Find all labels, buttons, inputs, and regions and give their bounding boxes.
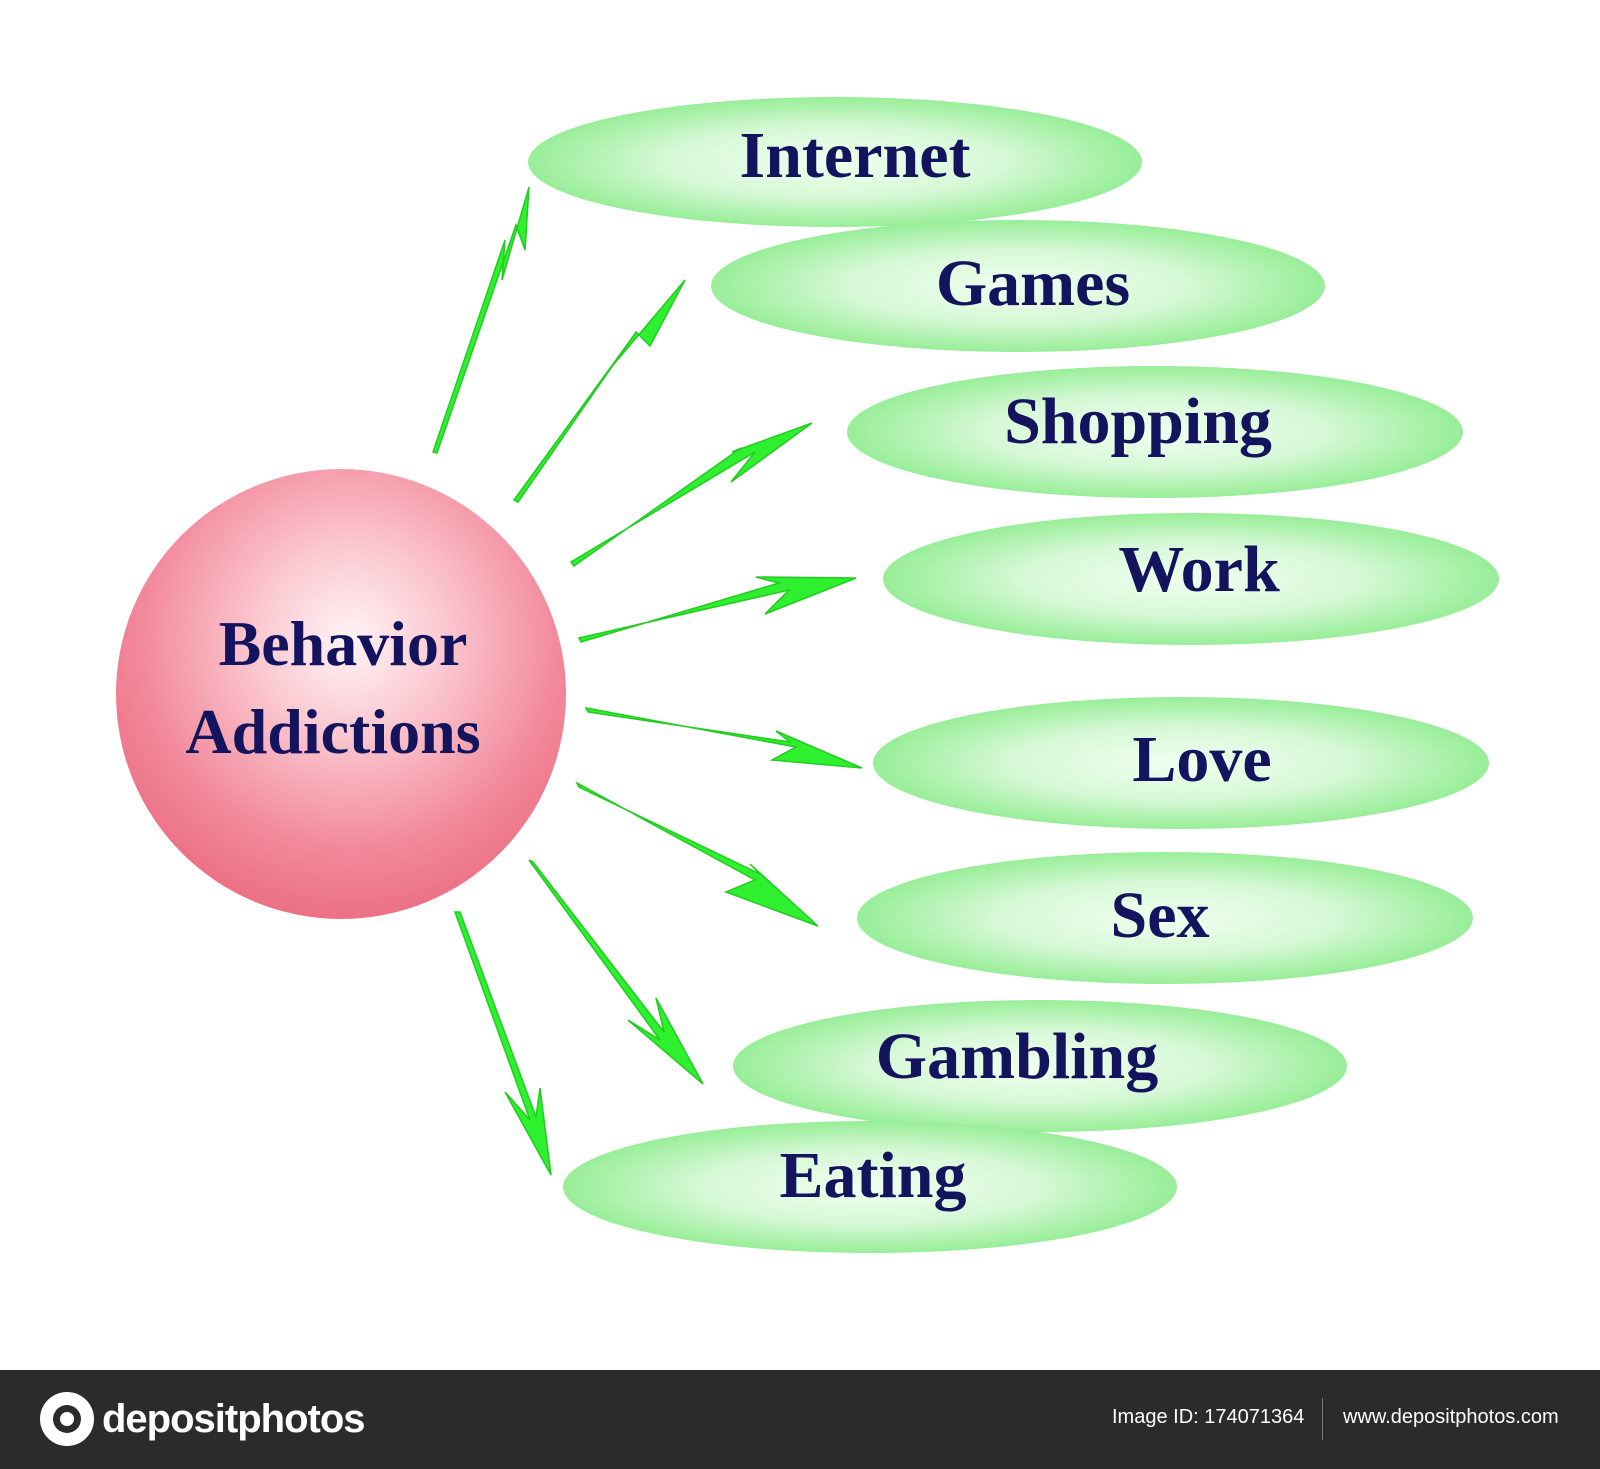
center-label-line1: Behavior — [219, 608, 468, 679]
arrow-to-shopping — [569, 422, 813, 568]
image-id-text: Image ID: 174071364 — [1112, 1406, 1305, 1428]
label-sex: Sex — [1111, 879, 1210, 952]
label-games: Games — [936, 247, 1130, 320]
site-url-text: www.depositphotos.com — [1343, 1406, 1559, 1428]
label-love: Love — [1132, 723, 1271, 796]
arrow-to-internet — [432, 186, 530, 454]
footer-divider — [1322, 1398, 1323, 1440]
label-work: Work — [1118, 533, 1280, 606]
label-gambling: Gambling — [876, 1020, 1158, 1093]
brand-logo: depositphotos — [40, 1391, 366, 1447]
center-label-line2: Addictions — [185, 696, 480, 767]
watermark-footer: depositphotos Image ID: 174071364 www.de… — [0, 1370, 1600, 1469]
oval-love: Love — [873, 697, 1489, 829]
ovals-group: Internet Games Shopping Work Love Sex Ga… — [528, 97, 1499, 1253]
label-internet: Internet — [740, 119, 971, 192]
behavior-addictions-diagram: Internet Games Shopping Work Love Sex Ga… — [116, 97, 1499, 1253]
oval-shopping: Shopping — [847, 366, 1463, 498]
oval-eating: Eating — [563, 1121, 1177, 1253]
arrow-to-sex — [575, 781, 819, 927]
center-node: Behavior Addictions — [116, 469, 566, 919]
arrow-to-games — [512, 279, 686, 503]
label-shopping: Shopping — [1004, 385, 1272, 458]
arrow-to-work — [577, 576, 857, 643]
arrow-to-love — [584, 706, 863, 769]
oval-work: Work — [883, 513, 1499, 645]
arrow-to-gambling — [528, 859, 704, 1085]
arrows-group — [432, 186, 863, 1176]
oval-gambling: Gambling — [733, 1000, 1347, 1132]
oval-sex: Sex — [857, 852, 1473, 984]
arrow-to-eating — [453, 911, 552, 1176]
oval-internet: Internet — [528, 97, 1142, 227]
brand-name: depositphotos — [102, 1396, 366, 1441]
oval-games: Games — [711, 220, 1325, 352]
label-eating: Eating — [779, 1139, 966, 1212]
camera-icon — [40, 1392, 94, 1446]
